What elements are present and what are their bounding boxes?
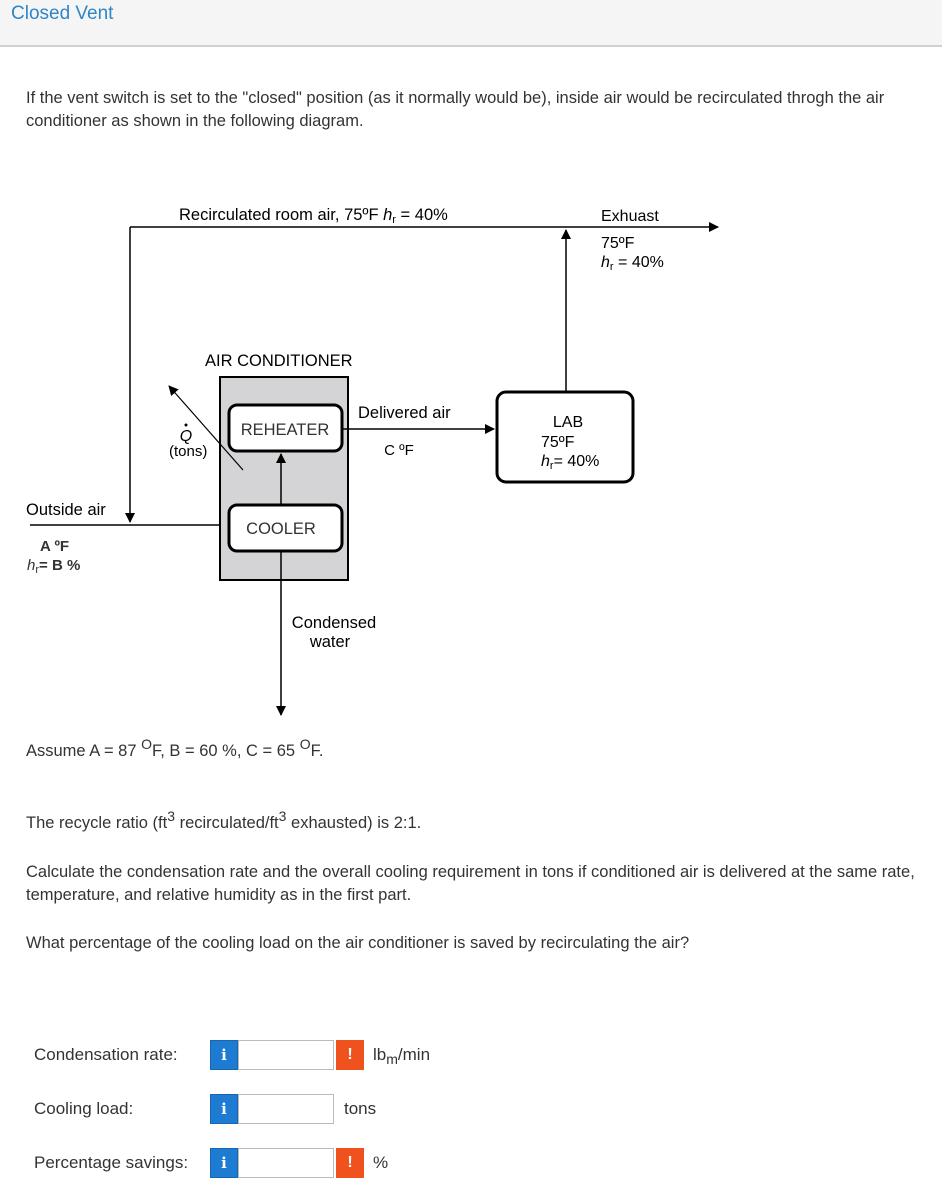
- percentage-savings-unit: %: [373, 1153, 389, 1172]
- heat-q-arrow: [168, 385, 244, 471]
- condensation-rate-label: Condensation rate:: [34, 1045, 178, 1064]
- intro-text: If the vent switch is set to the "closed…: [26, 89, 885, 130]
- exhaust-temp: 75ºF: [601, 235, 635, 252]
- cooling-load-input[interactable]: [238, 1094, 334, 1124]
- condensation-rate-input[interactable]: [238, 1040, 334, 1070]
- lab-label: LAB: [553, 414, 583, 431]
- warning-icon: !: [336, 1148, 364, 1178]
- outside-air-label: Outside air: [26, 501, 106, 519]
- condensed-label: Condensed: [292, 614, 376, 632]
- exhaust-humidity: hr = 40%: [601, 254, 664, 273]
- assumptions-text: Assume A = 87 OF, B = 60 %, C = 65 OF.: [26, 736, 324, 760]
- lab-humidity: hr= 40%: [541, 453, 599, 472]
- exhaust-label: Exhuast: [601, 208, 659, 225]
- q-symbol: Q: [180, 428, 192, 445]
- page-title[interactable]: Closed Vent: [11, 3, 114, 24]
- q-unit: (tons): [169, 443, 207, 460]
- calculation-text: Calculate the condensation rate and the …: [26, 863, 915, 904]
- lab-temp: 75ºF: [541, 434, 575, 451]
- q-dot: [184, 423, 188, 427]
- delivered-temp: C ºF: [384, 442, 414, 459]
- warning-icon: !: [336, 1040, 364, 1070]
- lab-box: [495, 390, 635, 484]
- reheater-label: REHEATER: [241, 421, 330, 439]
- percentage-savings-input[interactable]: [238, 1148, 334, 1178]
- info-icon[interactable]: i: [210, 1040, 238, 1070]
- outside-temp: A ºF: [40, 538, 69, 555]
- delivered-air-label: Delivered air: [358, 404, 451, 422]
- cooler-box: [227, 503, 344, 553]
- condensation-rate-unit: lbm/min: [373, 1045, 431, 1067]
- cooling-load-label: Cooling load:: [34, 1099, 134, 1118]
- water-label: water: [309, 633, 351, 651]
- info-icon[interactable]: i: [210, 1094, 238, 1124]
- question-text: What percentage of the cooling load on t…: [26, 934, 690, 952]
- cooler-label: COOLER: [246, 520, 316, 538]
- process-diagram: Recirculated room air, 75ºF hr = 40% Exh…: [26, 206, 719, 716]
- reheater-box: [227, 403, 344, 453]
- info-icon[interactable]: i: [210, 1148, 238, 1178]
- page-header: Closed Vent: [0, 0, 942, 47]
- recirc-label: Recirculated room air, 75ºF hr = 40%: [179, 206, 448, 226]
- cooling-load-unit: tons: [344, 1099, 377, 1118]
- ac-label: AIR CONDITIONER: [205, 352, 353, 370]
- outside-humidity: hr= B %: [27, 557, 80, 576]
- recycle-ratio-text: The recycle ratio (ft3 recirculated/ft3 …: [26, 808, 422, 832]
- percentage-savings-label: Percentage savings:: [34, 1153, 189, 1172]
